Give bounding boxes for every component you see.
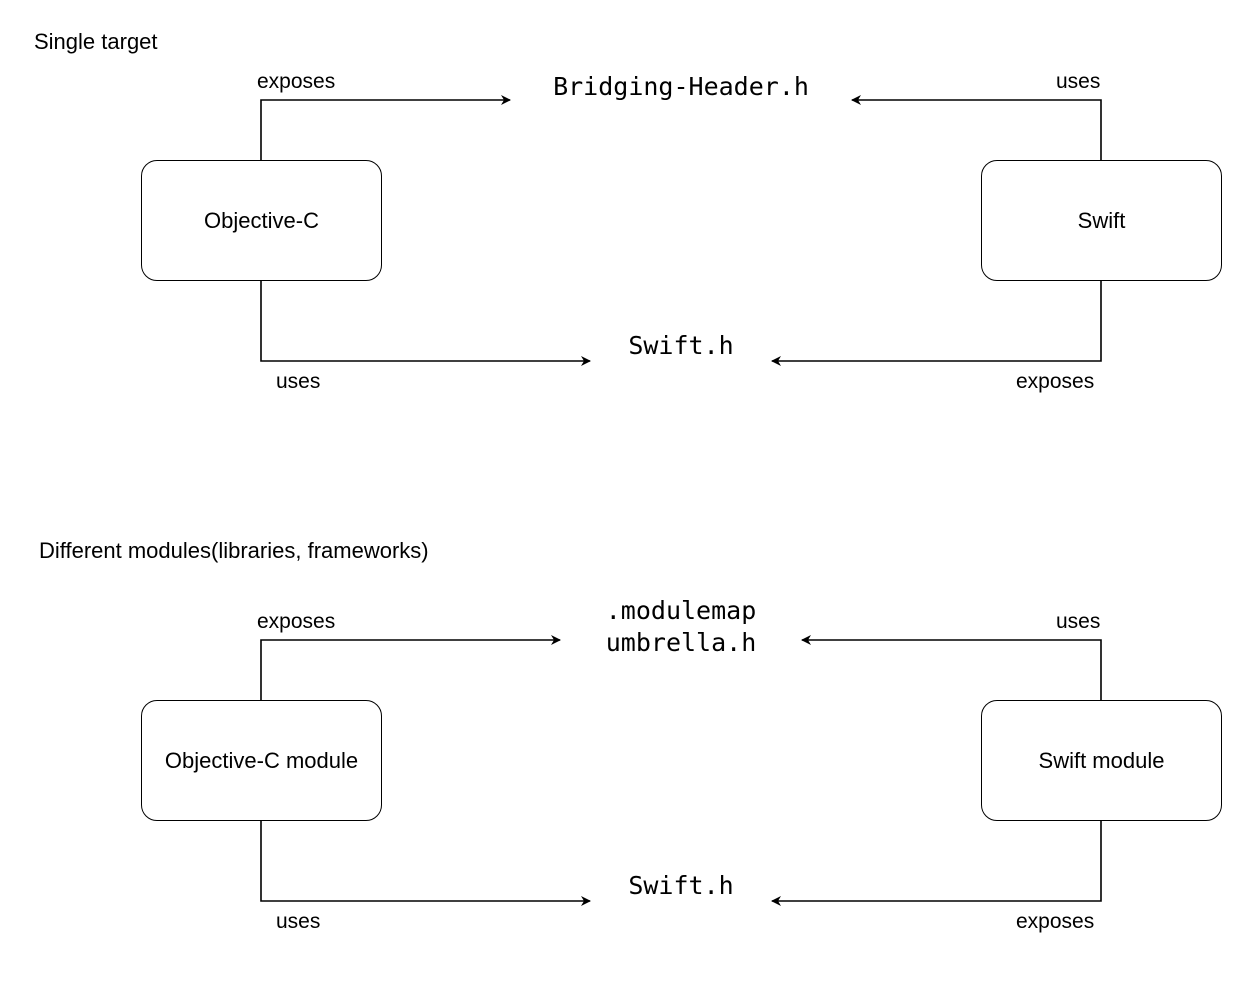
- swift-module-box[interactable]: Swift module: [981, 700, 1222, 821]
- swift-module-exposes-swift-h-arrow: [771, 821, 1102, 906]
- bridging-header-file: Bridging-Header.h: [541, 71, 821, 103]
- modulemap-label: .modulemap: [605, 596, 757, 625]
- swift-module-uses-label: uses: [1056, 610, 1101, 633]
- swift-uses-bridging-arrow: [851, 95, 1102, 160]
- umbrella-header-label: umbrella.h: [605, 628, 757, 657]
- bridging-header-label: Bridging-Header.h: [553, 72, 809, 101]
- objc-module-uses-swift-h-arrow: [260, 821, 591, 906]
- single-target-heading: Single target: [34, 29, 158, 54]
- modulemap-file: .modulemap umbrella.h: [591, 595, 771, 659]
- objc-module-exposes-label: exposes: [257, 610, 336, 633]
- objc-uses-swift-h-arrow: [260, 281, 591, 366]
- swift-uses-label: uses: [1056, 70, 1101, 93]
- swift-h-module-file: Swift.h: [601, 870, 761, 902]
- modules-heading: Different modules(libraries, frameworks): [39, 538, 429, 563]
- objc-box[interactable]: Objective-C: [141, 160, 382, 281]
- swift-h-module-label: Swift.h: [628, 871, 734, 900]
- swift-box[interactable]: Swift: [981, 160, 1222, 281]
- objc-uses-label: uses: [276, 370, 321, 393]
- objc-module-box[interactable]: Objective-C module: [141, 700, 382, 821]
- swift-exposes-label: exposes: [1016, 370, 1095, 393]
- swift-module-exposes-label: exposes: [1016, 910, 1095, 933]
- objc-exposes-label: exposes: [257, 70, 336, 93]
- objc-exposes-bridging-arrow: [260, 95, 511, 160]
- swift-h-label: Swift.h: [628, 331, 734, 360]
- swift-exposes-swift-h-arrow: [771, 281, 1102, 366]
- objc-module-exposes-modulemap-arrow: [260, 635, 561, 700]
- objc-module-uses-label: uses: [276, 910, 321, 933]
- swift-h-file: Swift.h: [601, 330, 761, 362]
- swift-module-uses-modulemap-arrow: [801, 635, 1102, 700]
